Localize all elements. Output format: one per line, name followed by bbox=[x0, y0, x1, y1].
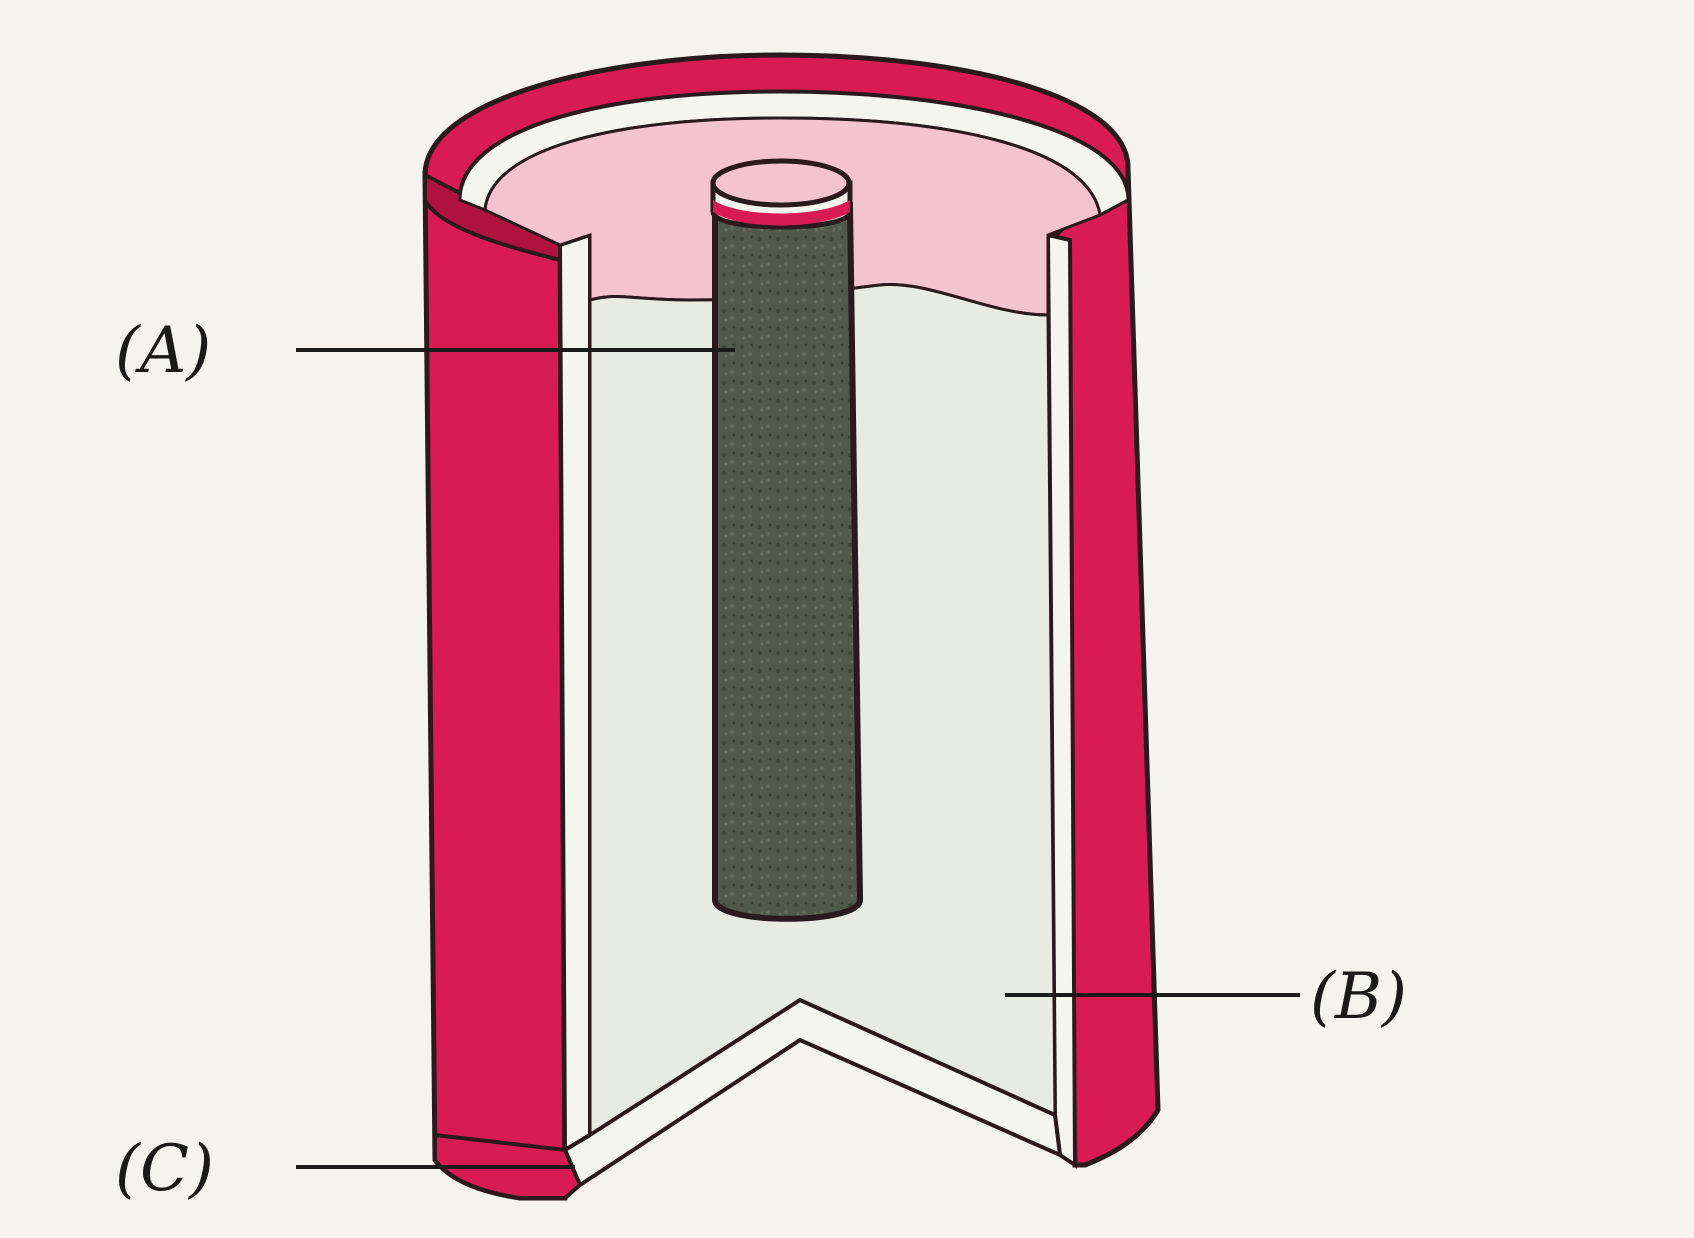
label-a: (A) bbox=[115, 314, 211, 388]
label-c: (C) bbox=[115, 1132, 214, 1206]
carbon-rod-cap bbox=[710, 158, 853, 230]
outer-casing-right-wall bbox=[1047, 162, 1161, 1168]
label-b: (B) bbox=[1310, 960, 1407, 1034]
inner-liner-left bbox=[557, 232, 592, 1154]
carbon-rod-electrode bbox=[712, 202, 864, 922]
outer-casing-left-wall bbox=[422, 170, 568, 1201]
